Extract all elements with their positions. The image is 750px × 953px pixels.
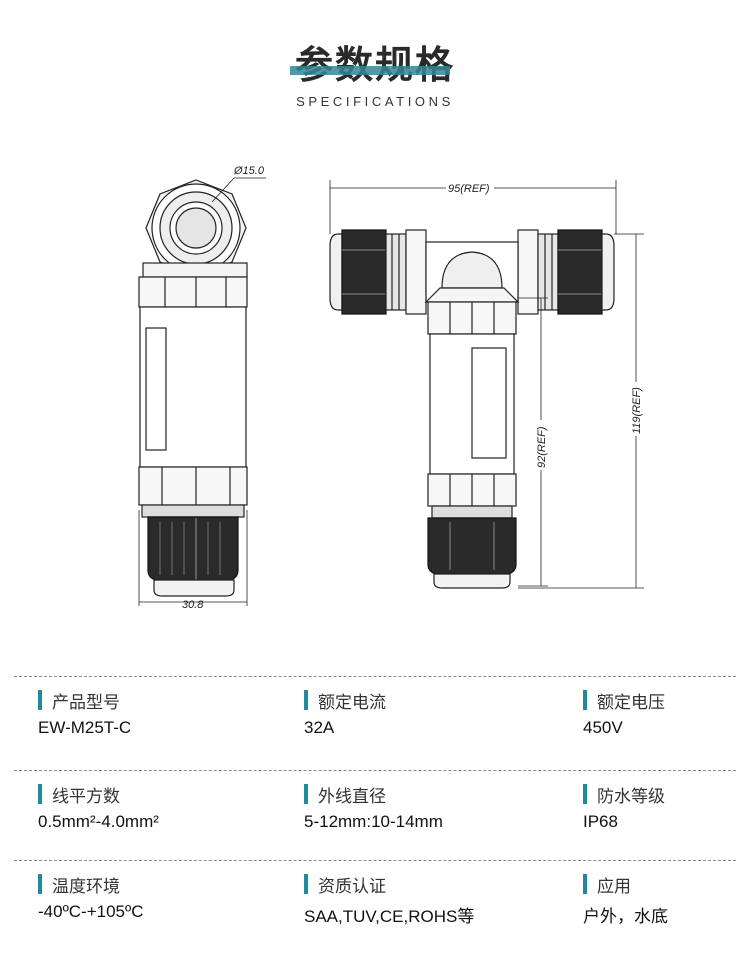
- spec-label: 额定电流: [318, 692, 386, 713]
- label-marker: [304, 874, 308, 894]
- spec-label: 外线直径: [318, 786, 386, 807]
- spec-cable-diameter: 外线直径 5-12mm:10-14mm: [304, 782, 534, 834]
- width-label: 30.8: [182, 599, 204, 611]
- spec-value: 32A: [304, 718, 335, 737]
- label-marker: [38, 784, 42, 804]
- page-subtitle: SPECIFICATIONS: [296, 94, 454, 109]
- title-underline: [290, 66, 450, 75]
- spec-label: 资质认证: [318, 876, 386, 897]
- label-marker: [38, 690, 42, 710]
- spec-value: EW-M25T-C: [38, 718, 132, 737]
- spec-label: 产品型号: [52, 692, 120, 713]
- diameter-label: Ø15.0: [233, 165, 265, 177]
- label-marker: [583, 874, 587, 894]
- spec-current: 额定电流 32A: [304, 688, 534, 740]
- label-marker: [304, 690, 308, 710]
- spec-value: 5-12mm:10-14mm: [304, 812, 443, 831]
- divider: [14, 860, 736, 861]
- mid-label: 92(REF): [536, 426, 548, 468]
- divider: [14, 770, 736, 771]
- spec-wire-gauge: 线平方数 0.5mm²-4.0mm²: [38, 782, 268, 834]
- label-marker: [304, 784, 308, 804]
- spec-label: 额定电压: [597, 692, 665, 713]
- top-label: 95(REF): [448, 183, 490, 195]
- spec-value: 450V: [583, 718, 623, 737]
- spec-temperature: 温度环境 -40ºC-+105ºC: [38, 872, 268, 924]
- front-view: [329, 180, 644, 589]
- spec-value: SAA,TUV,CE,ROHS等: [304, 907, 475, 926]
- spec-label: 应用: [597, 876, 631, 897]
- spec-value: 户外，水底: [583, 907, 668, 926]
- spec-label: 线平方数: [52, 786, 120, 807]
- label-marker: [38, 874, 42, 894]
- spec-label: 温度环境: [52, 876, 120, 897]
- spec-label: 防水等级: [597, 786, 665, 807]
- right-label: 119(REF): [631, 387, 643, 434]
- spec-application: 应用 户外，水底: [583, 872, 733, 926]
- spec-voltage: 额定电压 450V: [583, 688, 733, 740]
- spec-certification: 资质认证 SAA,TUV,CE,ROHS等: [304, 872, 534, 926]
- spec-ip-rating: 防水等级 IP68: [583, 782, 733, 834]
- label-marker: [583, 690, 587, 710]
- spec-value: IP68: [583, 812, 618, 831]
- label-marker: [583, 784, 587, 804]
- spec-model: 产品型号 EW-M25T-C: [38, 688, 268, 740]
- spec-value: -40ºC-+105ºC: [38, 902, 144, 921]
- spec-value: 0.5mm²-4.0mm²: [38, 812, 159, 831]
- divider: [14, 676, 736, 677]
- technical-drawing: Ø15.0 30.8 95(REF) 92(REF) 119(REF): [138, 165, 644, 611]
- side-view: [138, 177, 266, 606]
- page-title: 参数规格: [294, 43, 455, 87]
